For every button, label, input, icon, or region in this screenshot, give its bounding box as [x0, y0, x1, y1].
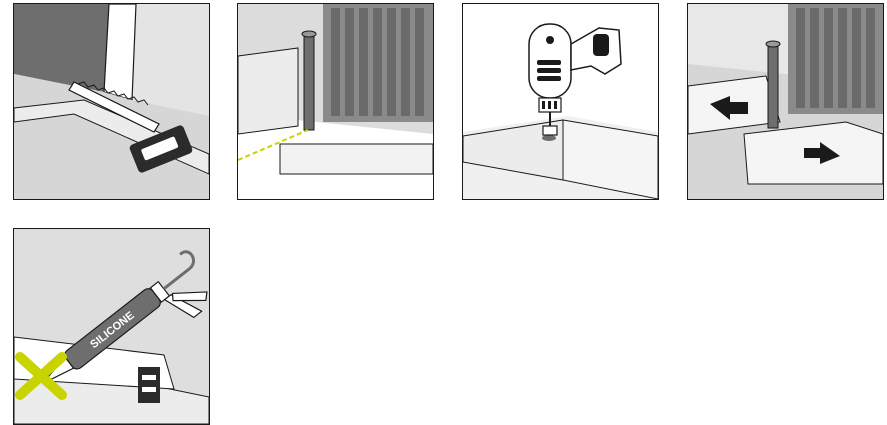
saw-teeth	[77, 81, 149, 106]
radiator	[323, 4, 433, 122]
step-cut-door-frame-panel	[13, 3, 210, 200]
silicone-warning-illustration: SILICONE	[14, 229, 209, 424]
drill-illustration	[463, 4, 658, 199]
radiator-pipe	[303, 33, 315, 131]
step-no-silicone-panel: SILICONE	[13, 228, 210, 425]
join-tiles-illustration	[688, 4, 883, 199]
gun-trigger	[171, 291, 208, 302]
radiator	[788, 4, 883, 114]
tile-right	[562, 119, 658, 199]
dark-wall	[14, 4, 109, 92]
saw-cutting-illustration	[14, 4, 209, 199]
step-mark-pipe-panel	[237, 3, 434, 200]
mark-pipe-illustration	[238, 4, 433, 199]
step-drill-hole-panel	[462, 3, 659, 200]
laminate-plank	[14, 99, 209, 175]
pipe-cap	[301, 30, 317, 38]
prohibited-cross-icon	[15, 352, 67, 400]
floor-tile-left	[238, 47, 299, 135]
saw-handle-grip	[141, 136, 179, 161]
pipe-cap	[765, 40, 781, 48]
radiator-pipe	[767, 43, 779, 129]
saw-blade	[68, 81, 160, 133]
arrow-left-icon	[804, 142, 840, 164]
floor-tile-front	[279, 143, 433, 175]
marking-line	[238, 129, 309, 161]
arrow-right-icon	[710, 96, 748, 120]
plunger-rod	[162, 267, 190, 290]
door-frame	[103, 4, 137, 101]
step-join-tiles-panel	[687, 3, 884, 200]
clip-block	[138, 367, 160, 403]
drill	[528, 23, 622, 136]
drill-bit-hole	[542, 135, 556, 141]
